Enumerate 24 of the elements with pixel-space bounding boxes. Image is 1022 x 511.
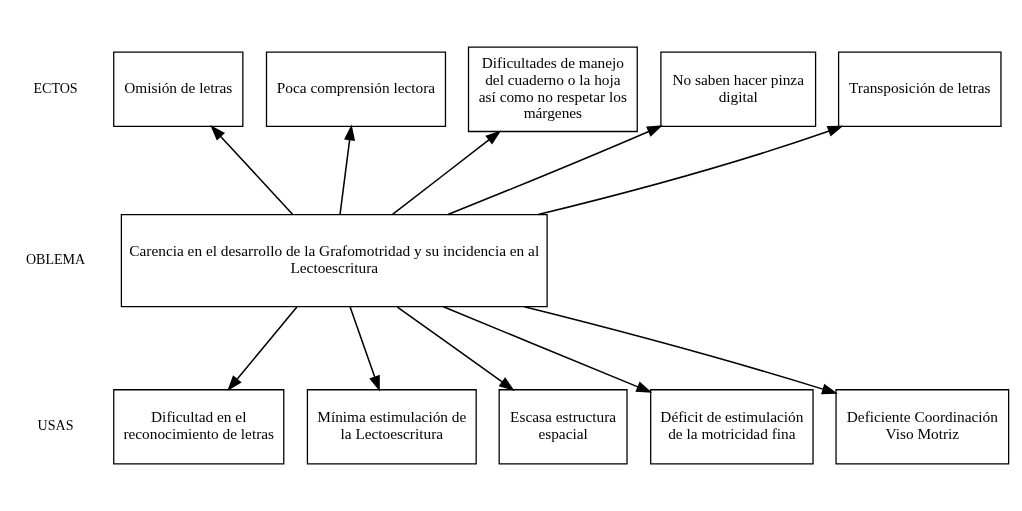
node-box: Omisión de letras [113, 51, 244, 127]
node-box: Dificultades de manejo del cuaderno o la hoja así como no respetar los márgenes [467, 46, 638, 133]
node-box: Déficit de estimulación de la motricidad fina [650, 389, 814, 465]
arrow [396, 306, 515, 391]
node-box: No saben hacer pinza digital [660, 51, 817, 127]
label: ECTOS [33, 79, 78, 96]
arrow [442, 306, 653, 393]
arrow [523, 306, 838, 395]
node-box: Carencia en el desarrollo de la Grafomotridad y su incidencia en al Lectoescritura [120, 213, 548, 308]
label: OBLEMA [25, 251, 86, 268]
node-box: Escasa estructura espacial [498, 389, 628, 465]
arrow [227, 306, 298, 392]
node-box: Transposición de letras [837, 51, 1002, 127]
label: USAS [37, 417, 74, 434]
arrow [339, 124, 356, 215]
arrow [210, 125, 294, 215]
arrow [447, 125, 663, 216]
node-box: Deficiente Coordinación Viso Motriz [835, 389, 1010, 465]
arrow [349, 306, 380, 392]
arrow [391, 130, 502, 216]
node-box: Poca comprensión lectora [265, 51, 447, 127]
arrow [537, 125, 844, 216]
node-box: Dificultad en el reconocimiento de letras [113, 389, 285, 465]
node-box: Mínima estimulación de la Lectoescritura [306, 389, 477, 465]
